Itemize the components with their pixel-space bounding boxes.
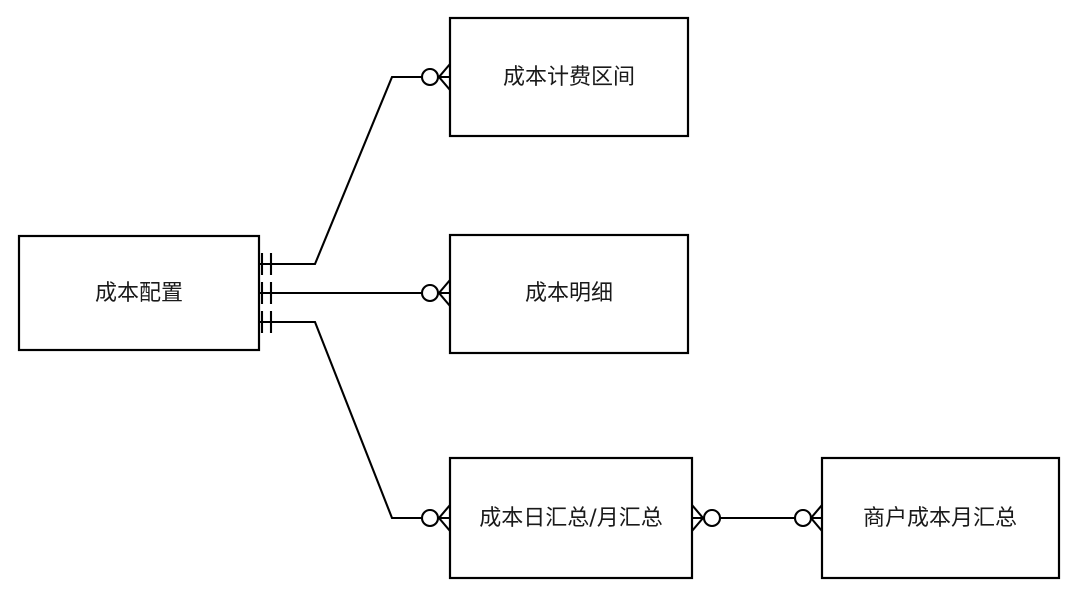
entity-label: 商户成本月汇总 [863, 506, 1017, 531]
cardinality-one-and-only-one-icon [260, 282, 273, 304]
cardinality-zero-or-many-icon [793, 504, 823, 532]
crow-foot-icon [437, 63, 451, 91]
cardinality-zero-or-many-icon [691, 504, 722, 532]
entity-label: 成本配置 [95, 281, 183, 306]
cardinality-zero-or-many-icon [420, 63, 451, 91]
zero-circle-icon [793, 508, 813, 528]
crow-foot-icon [437, 279, 451, 307]
entity-box[interactable] [448, 233, 690, 355]
entity-cost-config[interactable]: 成本配置 [17, 234, 261, 352]
entity-box[interactable] [448, 16, 690, 138]
entity-cost-detail[interactable]: 成本明细 [448, 233, 690, 355]
cardinality-one-and-only-one-icon [260, 253, 273, 275]
crow-foot-icon [691, 504, 705, 532]
zero-circle-icon [420, 67, 440, 87]
zero-circle-icon [420, 283, 440, 303]
entity-box[interactable] [17, 234, 261, 352]
cardinality-layer [260, 63, 823, 532]
connector-config-to-daily-monthly-summary [259, 320, 430, 520]
crow-foot-icon [437, 504, 451, 532]
crow-foot-icon [809, 504, 823, 532]
cardinality-one-and-only-one-icon [260, 311, 273, 333]
cardinality-zero-or-many-icon [420, 504, 451, 532]
entities-layer: 成本配置 成本计费区间 成本明细 成本日汇总/月汇总 商户成本月汇总 [17, 16, 1061, 580]
entity-label: 成本计费区间 [503, 65, 635, 90]
connector-config-to-billing-range [259, 75, 430, 266]
zero-circle-icon [702, 508, 722, 528]
entity-label: 成本明细 [525, 281, 613, 306]
entity-merchant-cost-monthly-summary[interactable]: 商户成本月汇总 [820, 456, 1061, 580]
cardinality-zero-or-many-icon [420, 279, 451, 307]
zero-circle-icon [420, 508, 440, 528]
entity-cost-daily-monthly-summary[interactable]: 成本日汇总/月汇总 [448, 456, 694, 580]
entity-cost-billing-range[interactable]: 成本计费区间 [448, 16, 690, 138]
connectors-layer [259, 75, 803, 520]
entity-label: 成本日汇总/月汇总 [479, 506, 662, 531]
